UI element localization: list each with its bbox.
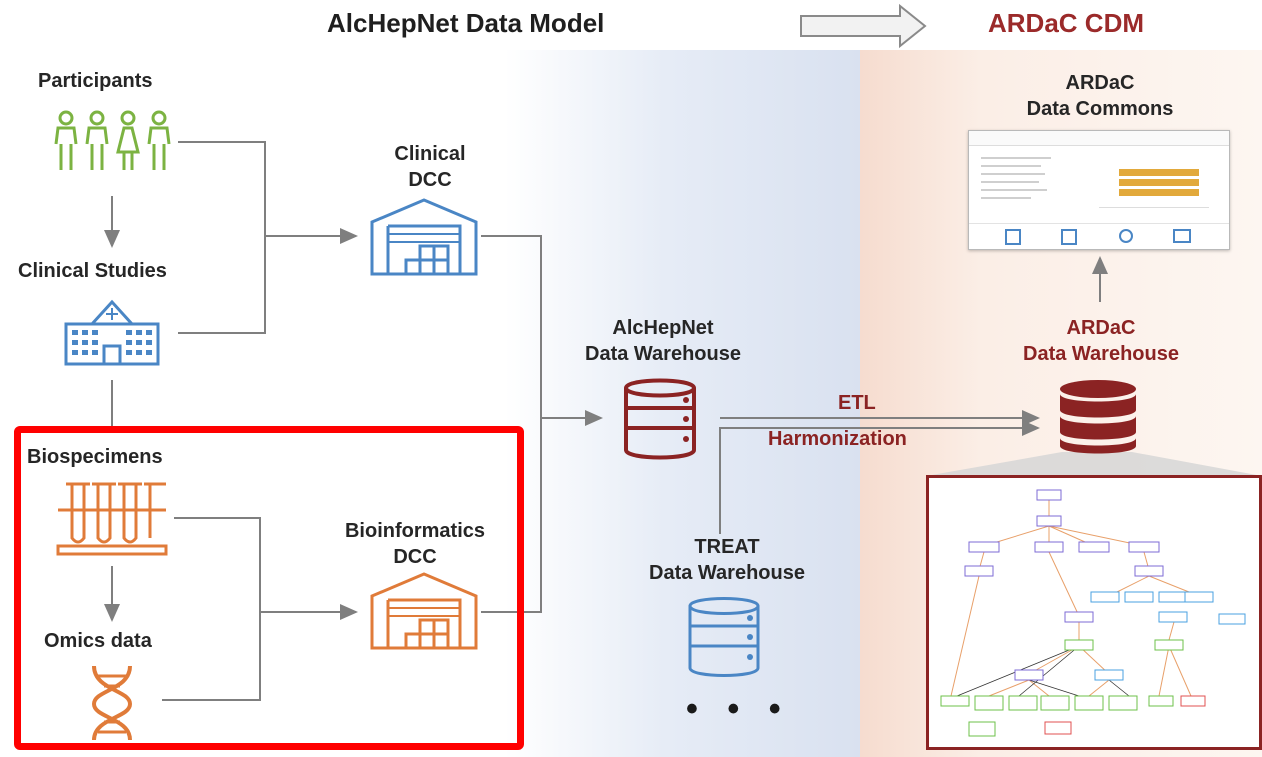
- warehouse-icon: [370, 572, 478, 650]
- right-title: ARDaC CDM: [988, 8, 1144, 38]
- biospecimens-label: Biospecimens: [27, 446, 163, 468]
- clinical-dcc-line1: Clinical: [394, 143, 466, 165]
- bioinformatics-dcc-label: Bioinformatics DCC: [322, 518, 508, 570]
- highlight-box: [14, 426, 524, 750]
- edge-bio-omics: [162, 517, 261, 701]
- web-portal-screenshot: [968, 130, 1230, 250]
- ardac-wh-line2: Data Warehouse: [1023, 343, 1179, 365]
- alchepnet-band: [505, 50, 860, 757]
- database-icon: [688, 597, 760, 677]
- people-group-icon: [54, 110, 171, 170]
- database-icon: [1060, 380, 1136, 454]
- bioinformatics-dcc-line2: DCC: [393, 546, 437, 568]
- edge-treat-harmonization: [719, 420, 1040, 534]
- left-title: AlcHepNet Data Model: [327, 8, 605, 38]
- bioinformatics-dcc-line1: Bioinformatics: [344, 520, 486, 542]
- harmonization-label: Harmonization: [768, 428, 907, 450]
- edge-dccs-merge: [481, 235, 542, 613]
- hospital-icon: [64, 299, 160, 366]
- treat-wh-label: TREAT Data Warehouse: [612, 534, 842, 586]
- clinical-studies-label: Clinical Studies: [18, 260, 167, 282]
- ardac-commons-line2: Data Commons: [1026, 98, 1174, 120]
- schema-zoom-funnel: [926, 452, 1262, 476]
- ardac-wh-line1: ARDaC: [1066, 317, 1136, 339]
- schema-graph-thumbnail: [926, 475, 1262, 750]
- ellipsis: • • •: [686, 690, 791, 728]
- alchepnet-wh-label: AlcHepNet Data Warehouse: [548, 315, 778, 367]
- ardac-wh-label: ARDaC Data Warehouse: [986, 315, 1216, 367]
- test-tubes-icon: [56, 482, 168, 556]
- clinical-dcc-line2: DCC: [408, 169, 452, 191]
- dna-icon: [91, 665, 133, 741]
- alchepnet-wh-line2: Data Warehouse: [585, 343, 741, 365]
- ardac-commons-line1: ARDaC: [1065, 72, 1135, 94]
- clinical-dcc-label: Clinical DCC: [360, 141, 500, 193]
- right-arrow-icon: [800, 3, 927, 49]
- omics-data-label: Omics data: [44, 630, 152, 652]
- treat-wh-line2: Data Warehouse: [649, 562, 805, 584]
- schema-graph: [940, 489, 1246, 737]
- ardac-commons-label: ARDaC Data Commons: [990, 70, 1210, 122]
- etl-label: ETL: [838, 392, 876, 414]
- warehouse-icon: [370, 198, 478, 276]
- participants-label: Participants: [38, 70, 153, 92]
- edge-participants-clinical: [178, 141, 266, 334]
- alchepnet-wh-line1: AlcHepNet: [612, 317, 714, 339]
- treat-wh-line1: TREAT: [694, 536, 760, 558]
- database-icon: [624, 378, 696, 460]
